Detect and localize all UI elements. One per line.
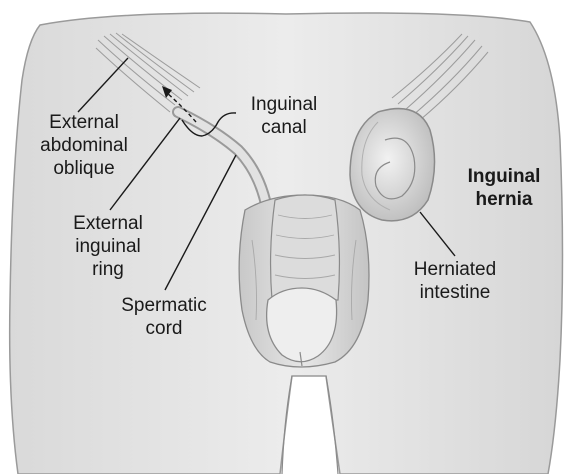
label-herniated-intestine: Herniated intestine xyxy=(400,258,510,304)
label-external-inguinal-ring: External inguinal ring xyxy=(55,212,161,281)
herniated-intestine-shape xyxy=(350,109,435,221)
label-inguinal-hernia: Inguinal hernia xyxy=(458,165,550,211)
label-inguinal-canal: Inguinal canal xyxy=(244,93,324,139)
label-external-abdominal-oblique: External abdominal oblique xyxy=(28,111,140,180)
genital-region xyxy=(239,195,369,367)
label-spermatic-cord: Spermatic cord xyxy=(112,294,216,340)
